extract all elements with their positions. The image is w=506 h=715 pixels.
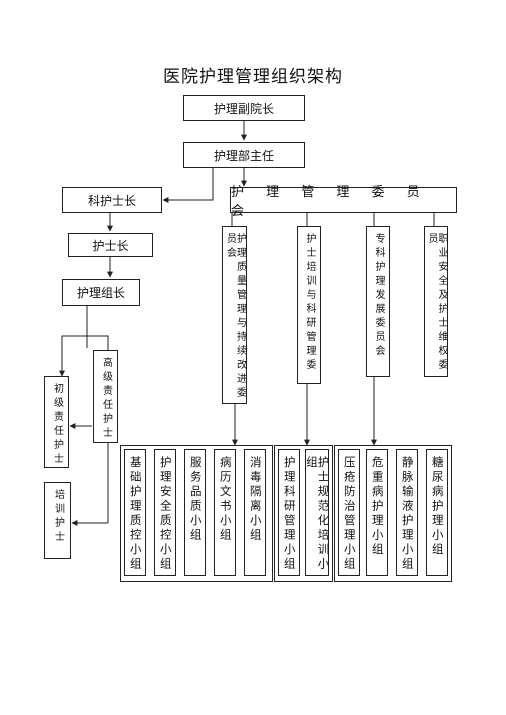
senior-nurse-label: 高级责任护士 — [100, 357, 112, 441]
committee-specialty-label: 专科护理发展委员会 — [373, 233, 384, 359]
group-container-specialty — [334, 445, 452, 582]
group-basic-care-label: 基础护理质控小组 — [128, 456, 143, 572]
group-service-box: 服务品质小组 — [184, 449, 206, 576]
group-critical-care-box: 危重病护理小组 — [366, 449, 388, 576]
group-standard-training-box: 护士规范化培训小组 — [305, 449, 331, 576]
group-diabetes-label: 糖尿病护理小组 — [430, 456, 445, 558]
group-iv-infusion-box: 静脉输液护理小组 — [396, 449, 418, 576]
committee-training-box: 护士培训与科研管理委 — [297, 226, 321, 384]
junior-nurse-box: 初级责任护士 — [44, 376, 69, 468]
group-records-box: 病历文书小组 — [214, 449, 236, 576]
group-basic-care-box: 基础护理质控小组 — [124, 449, 146, 576]
group-container-quality — [120, 445, 273, 582]
director-box: 护理部主任 — [183, 142, 305, 168]
group-safety-qc-label: 护理安全质控小组 — [158, 456, 173, 572]
group-standard-training-label: 护士规范化培训小组 — [305, 456, 331, 572]
junior-nurse-label: 初级责任护士 — [51, 383, 63, 467]
group-leader-box: 护理组长 — [62, 279, 140, 306]
group-research-label: 护理科研管理小组 — [282, 456, 297, 572]
trainee-nurse-box: 培训护士 — [44, 482, 71, 559]
dept-head-nurse-box: 科护士长 — [62, 187, 162, 213]
committee-box: 护 理 管 理 委 员 会 — [230, 185, 457, 219]
group-pressure-ulcer-label: 压疮防治管理小组 — [342, 456, 357, 572]
trainee-nurse-label: 培训护士 — [52, 489, 64, 545]
group-critical-care-label: 危重病护理小组 — [370, 456, 385, 558]
group-iv-infusion-label: 静脉输液护理小组 — [400, 456, 415, 572]
committee-safety-label: 职业安全及护士维权委员 — [426, 233, 447, 373]
vice-president-box: 护理副院长 — [183, 95, 305, 121]
senior-nurse-box: 高级责任护士 — [93, 350, 118, 443]
group-container-training — [274, 445, 333, 582]
group-pressure-ulcer-box: 压疮防治管理小组 — [338, 449, 360, 576]
group-research-box: 护理科研管理小组 — [278, 449, 300, 576]
committee-training-label: 护士培训与科研管理委 — [304, 233, 315, 373]
chart-title: 医院护理管理组织架构 — [163, 67, 343, 87]
committee-quality-label: 护理质量管理与持续改进委员会 — [224, 233, 246, 401]
head-nurse-box: 护士长 — [68, 233, 153, 257]
committee-quality-box: 护理质量管理与持续改进委员会 — [222, 226, 247, 404]
group-safety-qc-box: 护理安全质控小组 — [154, 449, 176, 576]
group-service-label: 服务品质小组 — [188, 456, 203, 543]
group-records-label: 病历文书小组 — [218, 456, 233, 543]
group-disinfection-box: 消毒隔离小组 — [244, 449, 266, 576]
group-disinfection-label: 消毒隔离小组 — [248, 456, 263, 543]
committee-safety-box: 职业安全及护士维权委员 — [424, 226, 448, 377]
committee-specialty-box: 专科护理发展委员会 — [366, 226, 390, 377]
group-diabetes-box: 糖尿病护理小组 — [426, 449, 448, 576]
